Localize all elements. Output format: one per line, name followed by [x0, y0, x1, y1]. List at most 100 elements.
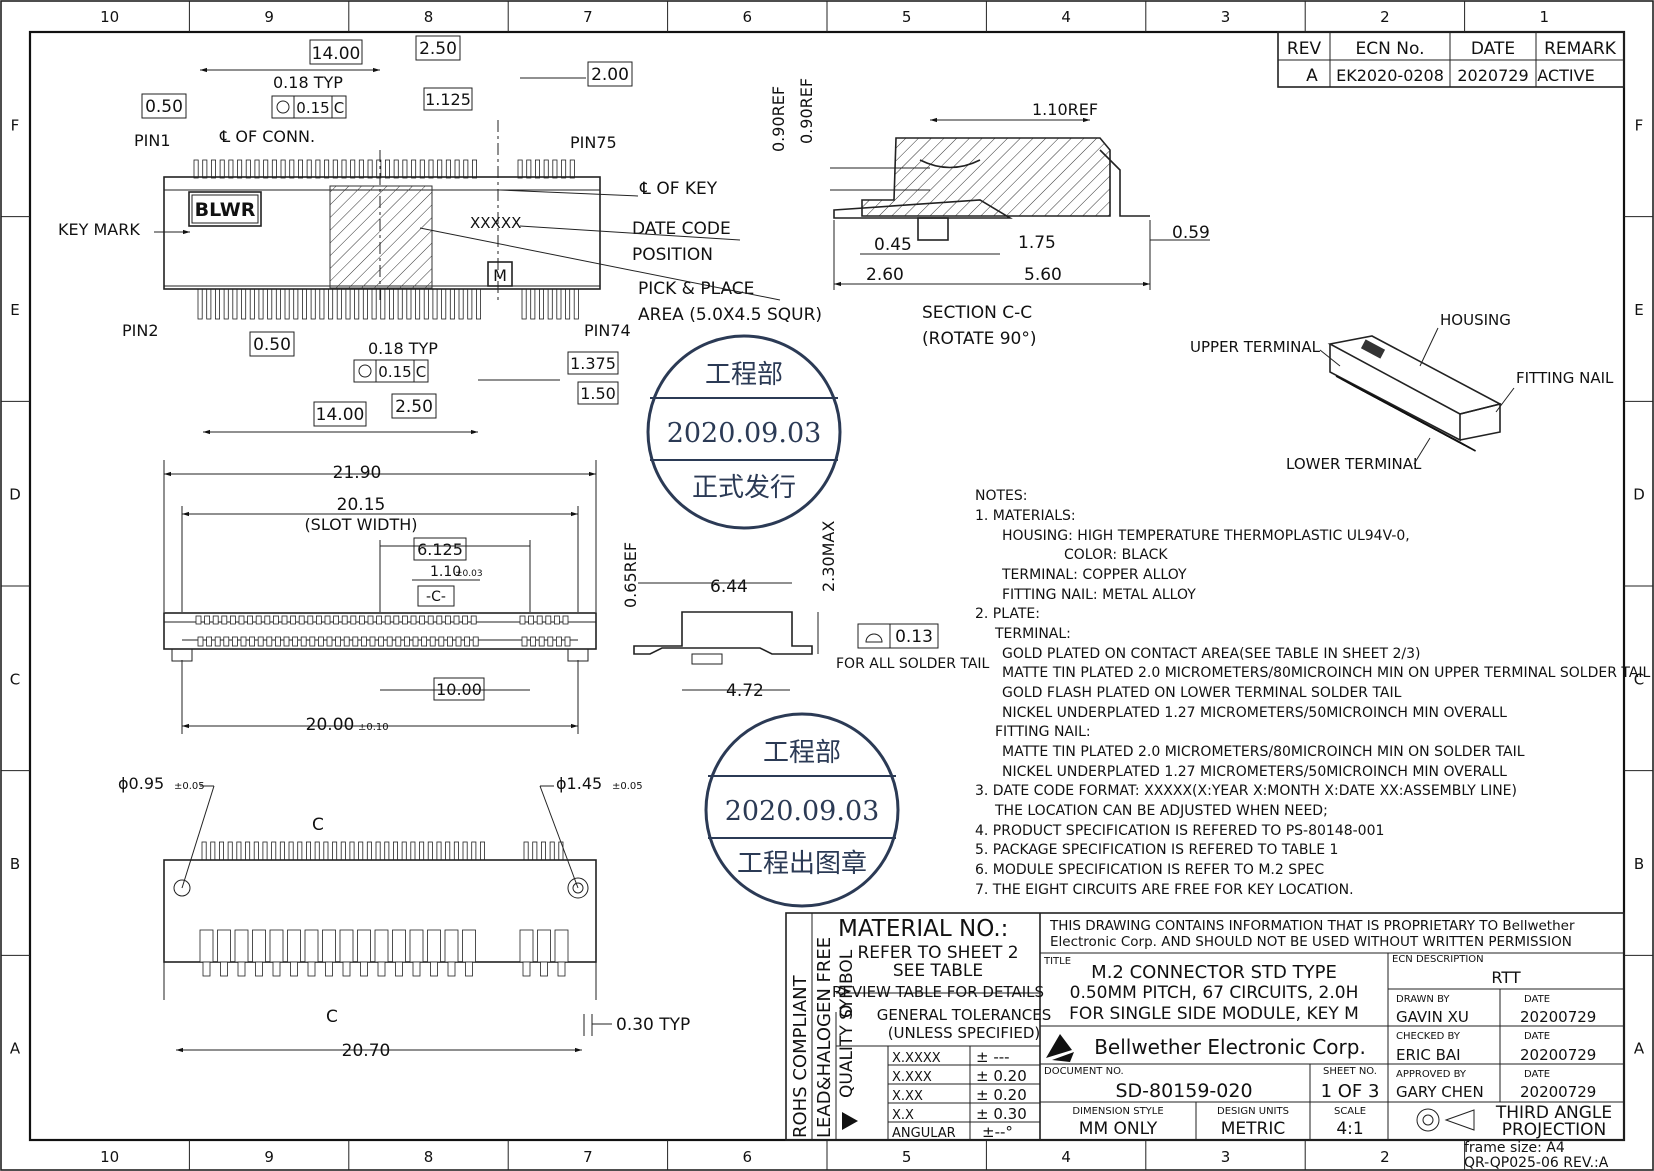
material-label: MATERIAL NO.: — [838, 916, 1008, 942]
contact-pin — [472, 636, 479, 647]
note-line: MATTE TIN PLATED 2.0 MICROMETERS/80MICRO… — [1002, 665, 1651, 681]
terminal-pin — [406, 288, 412, 320]
note-line: 7. THE EIGHT CIRCUITS ARE FREE FOR KEY L… — [975, 882, 1354, 898]
note-line: FITTING NAIL: METAL ALLOY — [1002, 587, 1196, 603]
solder-leg — [447, 961, 456, 977]
solder-leg — [395, 961, 403, 977]
solder-leg — [272, 961, 281, 977]
contact-pin — [403, 636, 410, 647]
note-line: GOLD PLATED ON CONTACT AREA(SEE TABLE IN… — [1002, 646, 1420, 662]
terminal-pin — [219, 159, 225, 179]
top-housing — [163, 176, 601, 290]
quality-symbol: QUALITY SYMBOL — [837, 949, 857, 1098]
terminal-pin — [284, 288, 290, 320]
terminal-pin — [202, 159, 208, 179]
terminal-pin — [410, 841, 416, 861]
label-pick-place: PICK & PLACE — [638, 279, 754, 299]
ecn-desc-label: ECN DESCRIPTION — [1392, 954, 1484, 965]
terminal-pin — [350, 159, 356, 179]
terminal-pin — [539, 288, 545, 320]
stamp1-date: 2020.09.03 — [667, 418, 822, 449]
contact-pin — [307, 615, 314, 625]
terminal-pin — [319, 288, 325, 320]
solder-leg — [444, 929, 459, 963]
contact-pin — [528, 615, 534, 625]
tol-val: ± 0.30 — [976, 1105, 1027, 1123]
scale-label: SCALE — [1334, 1106, 1366, 1117]
terminal-pin — [565, 288, 571, 320]
label-center-conn: ℄ OF CONN. — [219, 127, 315, 146]
terminal-pin — [227, 841, 233, 861]
solder-leg — [322, 929, 336, 963]
contact-pin — [444, 615, 451, 625]
contact-pin — [324, 615, 331, 625]
terminal-pin — [375, 841, 381, 861]
tol-key: X.XXXX — [892, 1051, 941, 1066]
approved-date: 20200729 — [1520, 1083, 1596, 1101]
solder-leg — [304, 929, 319, 963]
terminal-pin — [336, 288, 342, 320]
contact-pin — [378, 636, 385, 647]
checked-by: ERIC BAI — [1396, 1046, 1461, 1064]
rev-header-ecn: ECN No. — [1356, 39, 1425, 59]
terminal-pin — [328, 288, 334, 320]
material-line1: REFER TO SHEET 2 — [857, 943, 1018, 963]
tol-key: X.XX — [892, 1089, 923, 1104]
zone-row-label: D — [9, 486, 21, 504]
contact-pin — [274, 636, 281, 647]
terminal-pin — [358, 841, 364, 861]
dim-1375: 1.375 — [570, 354, 616, 373]
terminal-pin — [345, 288, 351, 320]
terminal-pin — [324, 159, 330, 179]
terminal-pin — [354, 288, 360, 320]
checked-date: 20200729 — [1520, 1046, 1596, 1064]
contact-pin — [530, 636, 536, 647]
terminal-pin — [241, 288, 247, 320]
key-m-box — [487, 261, 513, 287]
terminal-pin — [366, 841, 372, 861]
terminal-pin — [254, 159, 260, 179]
company-logo-icon — [1046, 1034, 1074, 1062]
zone-col-label: 6 — [743, 8, 753, 26]
solder-leg — [325, 961, 333, 977]
dim-018typ-top: 0.18 TYP — [273, 73, 343, 92]
zone-col-label: 9 — [264, 8, 274, 26]
terminal-pin — [310, 288, 316, 320]
terminal-pin — [297, 841, 303, 861]
bottom-c-top: C — [312, 815, 324, 835]
contact-pin — [266, 636, 273, 647]
doc-label: DOCUMENT NO. — [1044, 1066, 1124, 1077]
iso-lower-terminal: LOWER TERMINAL — [1286, 455, 1422, 473]
contact-pin — [197, 636, 204, 647]
zone-col-label: 5 — [902, 1148, 912, 1166]
zone-row-label: D — [1633, 486, 1645, 504]
contact-pin — [410, 615, 417, 625]
contact-pin — [462, 615, 469, 625]
solder-leg — [357, 929, 371, 963]
solder-leg — [377, 961, 386, 977]
label-pin2: PIN2 — [122, 321, 159, 340]
checked-label: CHECKED BY — [1396, 1031, 1461, 1042]
front-slot-width: (SLOT WIDTH) — [304, 515, 417, 534]
terminal-pin — [384, 841, 390, 861]
solder-leg — [217, 929, 231, 963]
side-view: 0.65REF 6.44 2.30MAX 4.72 0.13 FOR ALL S… — [621, 521, 990, 701]
note-line: MATTE TIN PLATED 2.0 MICROMETERS/80MICRO… — [1002, 744, 1525, 760]
terminal-pin — [280, 159, 286, 179]
terminal-pin — [371, 288, 377, 320]
contact-pin — [395, 636, 402, 647]
sec-dim-059: 0.59 — [1172, 223, 1210, 243]
sec-ref-090-b: 0.90REF — [797, 78, 816, 144]
terminal-pin — [532, 841, 538, 861]
front-dim-2000: 20.00 — [306, 715, 355, 735]
solder-leg — [234, 929, 249, 963]
terminal-pin — [340, 841, 346, 861]
contact-pin — [326, 636, 333, 647]
solder-leg — [220, 961, 228, 977]
bottom-dim-095-tol: ±0.05 — [174, 781, 205, 792]
tol-key: X.X — [892, 1108, 914, 1123]
note-line: NICKEL UNDERPLATED 1.27 MICROMETERS/50MI… — [1002, 764, 1507, 780]
contact-pin — [283, 636, 290, 647]
contact-pin — [369, 636, 376, 647]
